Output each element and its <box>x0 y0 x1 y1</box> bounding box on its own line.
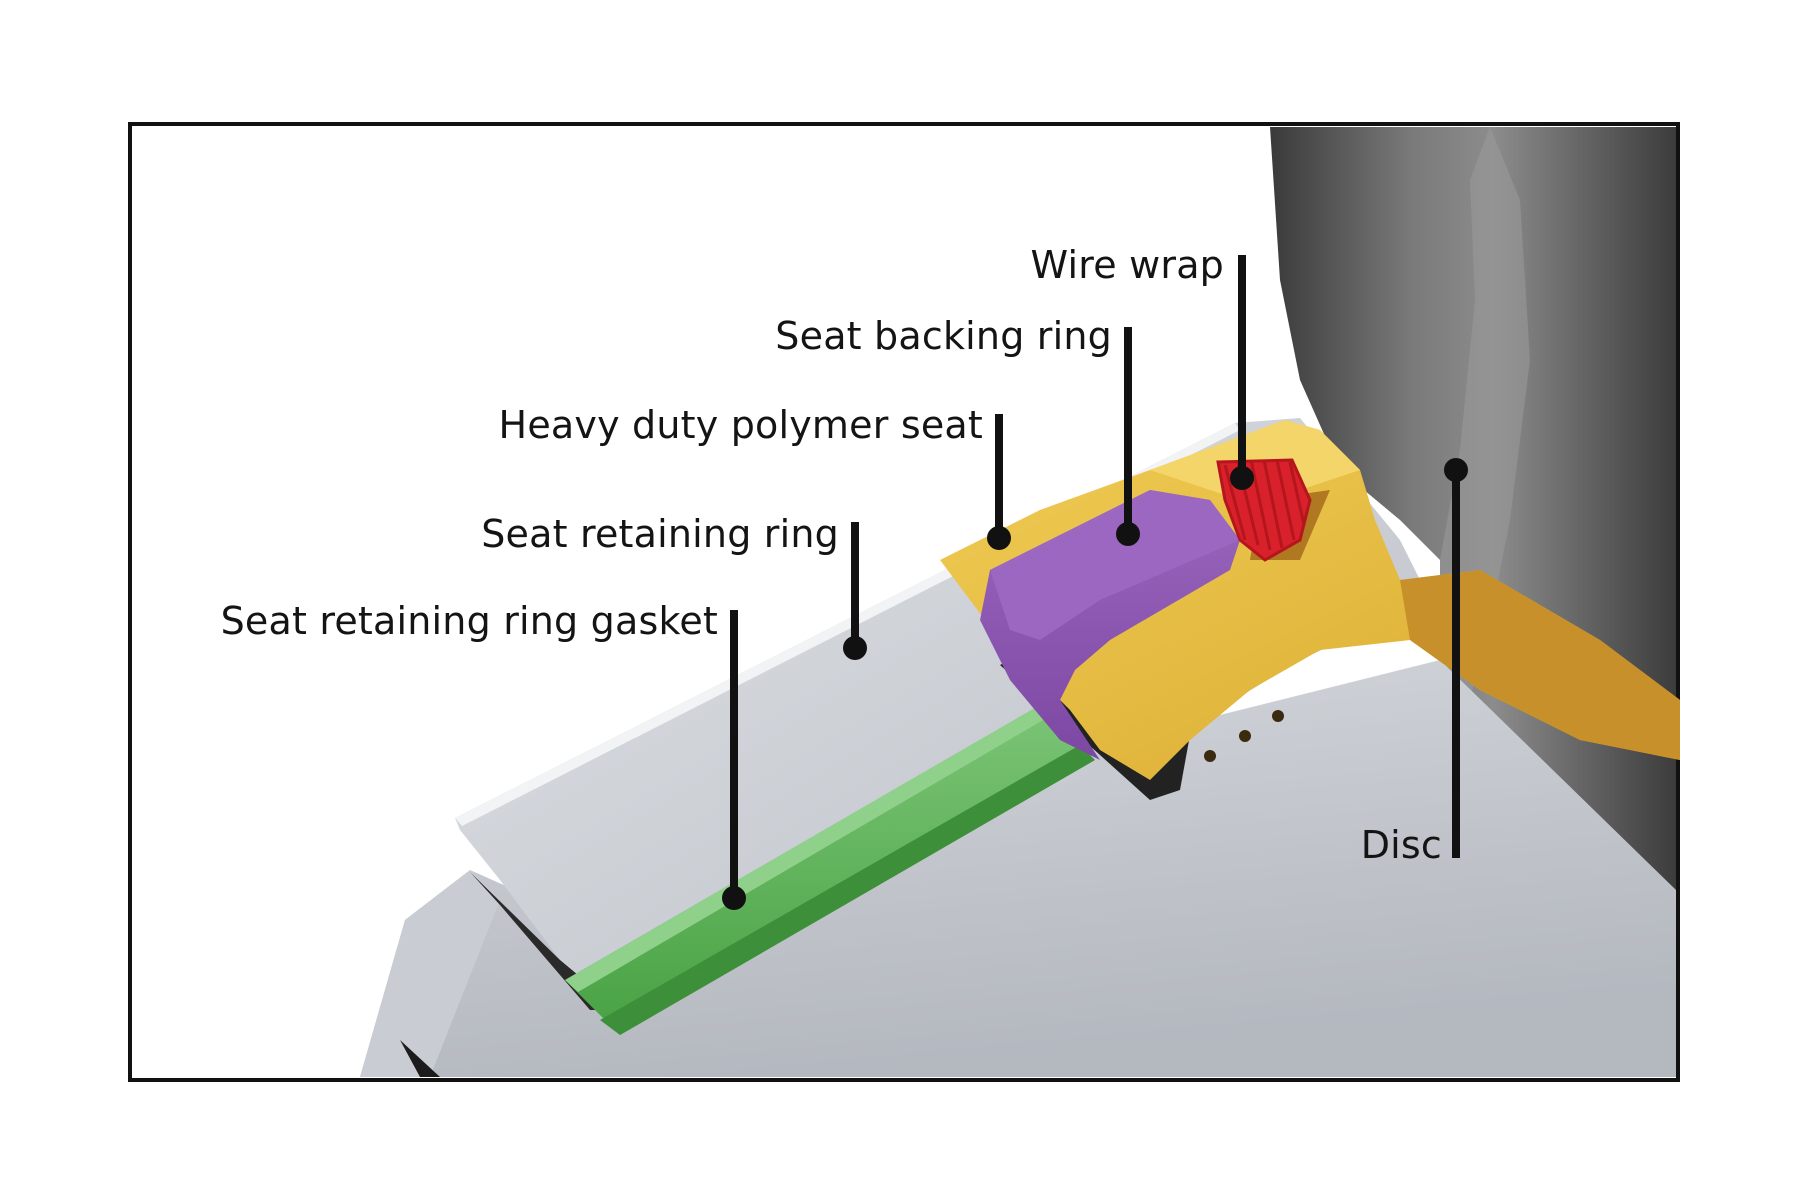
leader-dot-seat-retaining-ring <box>843 636 867 660</box>
gasket-shape <box>565 705 1095 1035</box>
leader-dot-gasket <box>722 886 746 910</box>
label-wire-wrap: Wire wrap <box>1030 243 1224 287</box>
polymer-seat-shape <box>980 490 1240 760</box>
label-seat-retaining-ring: Seat retaining ring <box>481 512 839 556</box>
leader-dot-disc <box>1444 458 1468 482</box>
backing-ring-hole-1 <box>1204 750 1216 762</box>
callout-leaders <box>722 255 1468 910</box>
leader-dot-seat-backing-ring <box>1116 522 1140 546</box>
backing-ring-hole-3 <box>1272 710 1284 722</box>
label-seat-retaining-ring-gasket: Seat retaining ring gasket <box>220 599 718 643</box>
leader-dot-wire-wrap <box>1230 466 1254 490</box>
leader-dot-polymer-seat <box>987 526 1011 550</box>
label-disc: Disc <box>1360 823 1442 867</box>
label-seat-backing-ring: Seat backing ring <box>775 314 1112 358</box>
backing-ring-hole-2 <box>1239 730 1251 742</box>
label-polymer-seat: Heavy duty polymer seat <box>498 403 983 447</box>
